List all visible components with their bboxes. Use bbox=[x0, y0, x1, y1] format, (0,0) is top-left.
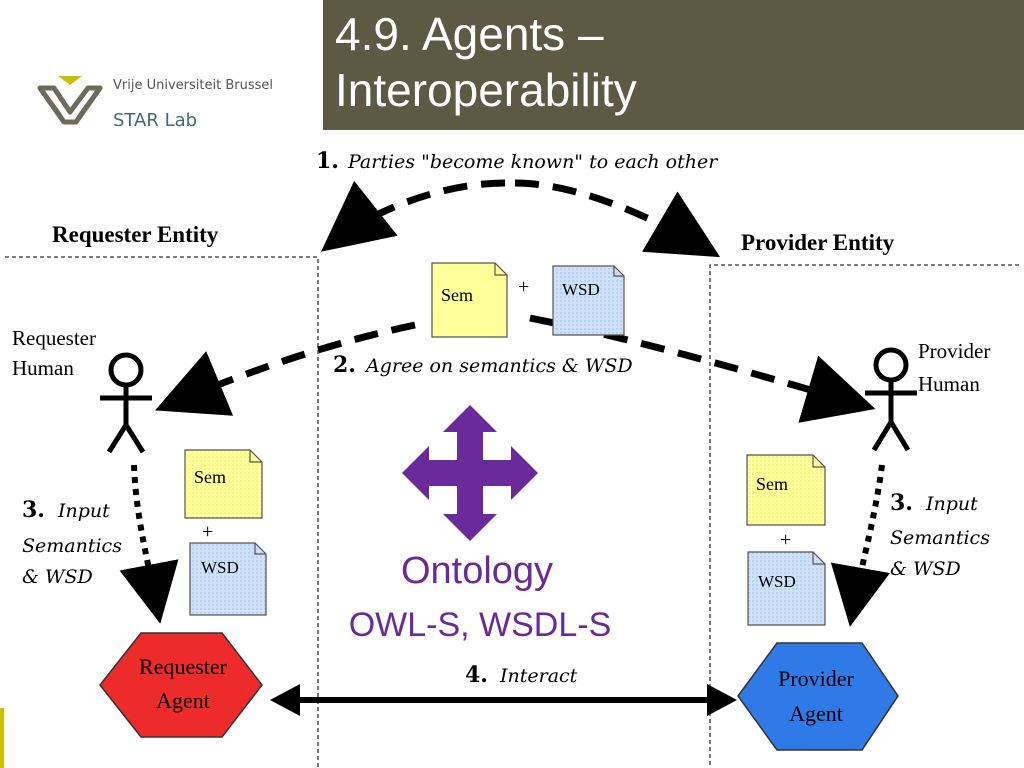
provider-plus: + bbox=[780, 529, 791, 551]
ontology-label: Ontology bbox=[401, 550, 553, 592]
university-name: Vrije Universiteit Brussel bbox=[113, 78, 273, 93]
step2-wsd-label: WSD bbox=[562, 280, 600, 299]
requester-wsd-document: WSD bbox=[189, 542, 267, 616]
requester-agent-line2: Agent bbox=[156, 688, 210, 713]
page-title-line1: 4.9. Agents – bbox=[335, 8, 604, 60]
step4-number: 4. bbox=[465, 662, 488, 688]
requester-entity-boundary bbox=[5, 256, 319, 768]
step2-number: 2. bbox=[333, 352, 356, 378]
step2-arrow-left bbox=[155, 321, 416, 416]
requester-agent-hexagon: Requester Agent bbox=[99, 632, 263, 738]
university-logo: Vrije Universiteit Brussel STAR Lab bbox=[36, 72, 306, 142]
vub-logo-icon bbox=[37, 76, 103, 125]
step3-left-arrow bbox=[119, 464, 179, 624]
step2-sem-document: Sem bbox=[431, 262, 508, 338]
step2-plus: + bbox=[518, 276, 529, 298]
step3-right-line1: Input bbox=[925, 493, 978, 515]
provider-entity-boundary bbox=[709, 264, 1019, 768]
requester-human-label-line1: Requester bbox=[12, 326, 96, 350]
step3-left-number: 3. bbox=[22, 497, 45, 523]
left-accent-bar bbox=[0, 708, 4, 768]
provider-wsd-document: WSD bbox=[747, 551, 826, 626]
step3-left-line1: Input bbox=[57, 500, 110, 522]
provider-human-label-line1: Provider bbox=[918, 339, 990, 363]
step2-sem-label: Sem bbox=[441, 285, 473, 305]
requester-human-label-line2: Human bbox=[12, 356, 74, 380]
requester-sem-document: Sem bbox=[184, 449, 263, 519]
provider-entity-label: Provider Entity bbox=[741, 230, 895, 255]
provider-agent-line2: Agent bbox=[789, 701, 843, 726]
step3-right-arrow bbox=[830, 464, 890, 627]
step4-text: Interact bbox=[499, 665, 578, 687]
provider-human-figure-icon bbox=[865, 347, 917, 452]
step3-left-line3: & WSD bbox=[22, 566, 93, 588]
step4-arrowhead-left bbox=[270, 684, 300, 716]
requester-human-figure-icon bbox=[100, 352, 152, 454]
step1-arrow-right bbox=[514, 179, 721, 258]
provider-agent-hexagon: Provider Agent bbox=[737, 642, 899, 751]
step2-wsd-document: WSD bbox=[552, 265, 625, 336]
step1-arrow-left bbox=[321, 179, 506, 252]
title-bar: 4.9. Agents – Interoperability bbox=[323, 0, 1024, 130]
lab-name: STAR Lab bbox=[113, 110, 198, 131]
provider-sem-document: Sem bbox=[746, 454, 826, 526]
step3-right-line2: Semantics bbox=[890, 527, 990, 549]
step3-left-line2: Semantics bbox=[22, 535, 122, 557]
requester-agent-line1: Requester bbox=[139, 654, 228, 679]
four-way-arrow-icon bbox=[402, 405, 538, 541]
requester-plus: + bbox=[202, 521, 213, 543]
requester-wsd-label: WSD bbox=[201, 558, 239, 577]
step1-text: Parties "become known" to each other bbox=[347, 151, 719, 173]
requester-sem-label: Sem bbox=[194, 467, 226, 487]
page-title-line2: Interoperability bbox=[335, 64, 637, 116]
requester-entity-label: Requester Entity bbox=[52, 222, 219, 247]
ontology-sublabel: OWL-S, WSDL-S bbox=[349, 606, 612, 644]
step3-right-line3: & WSD bbox=[890, 558, 961, 580]
step2-text: Agree on semantics & WSD bbox=[364, 355, 633, 377]
step1-number: 1. bbox=[316, 148, 339, 174]
step3-right-number: 3. bbox=[890, 490, 913, 516]
provider-wsd-label: WSD bbox=[758, 572, 796, 591]
provider-agent-line1: Provider bbox=[778, 666, 854, 691]
step4-arrowhead-right bbox=[707, 684, 737, 716]
provider-sem-label: Sem bbox=[756, 474, 788, 494]
provider-human-label-line2: Human bbox=[918, 372, 980, 396]
